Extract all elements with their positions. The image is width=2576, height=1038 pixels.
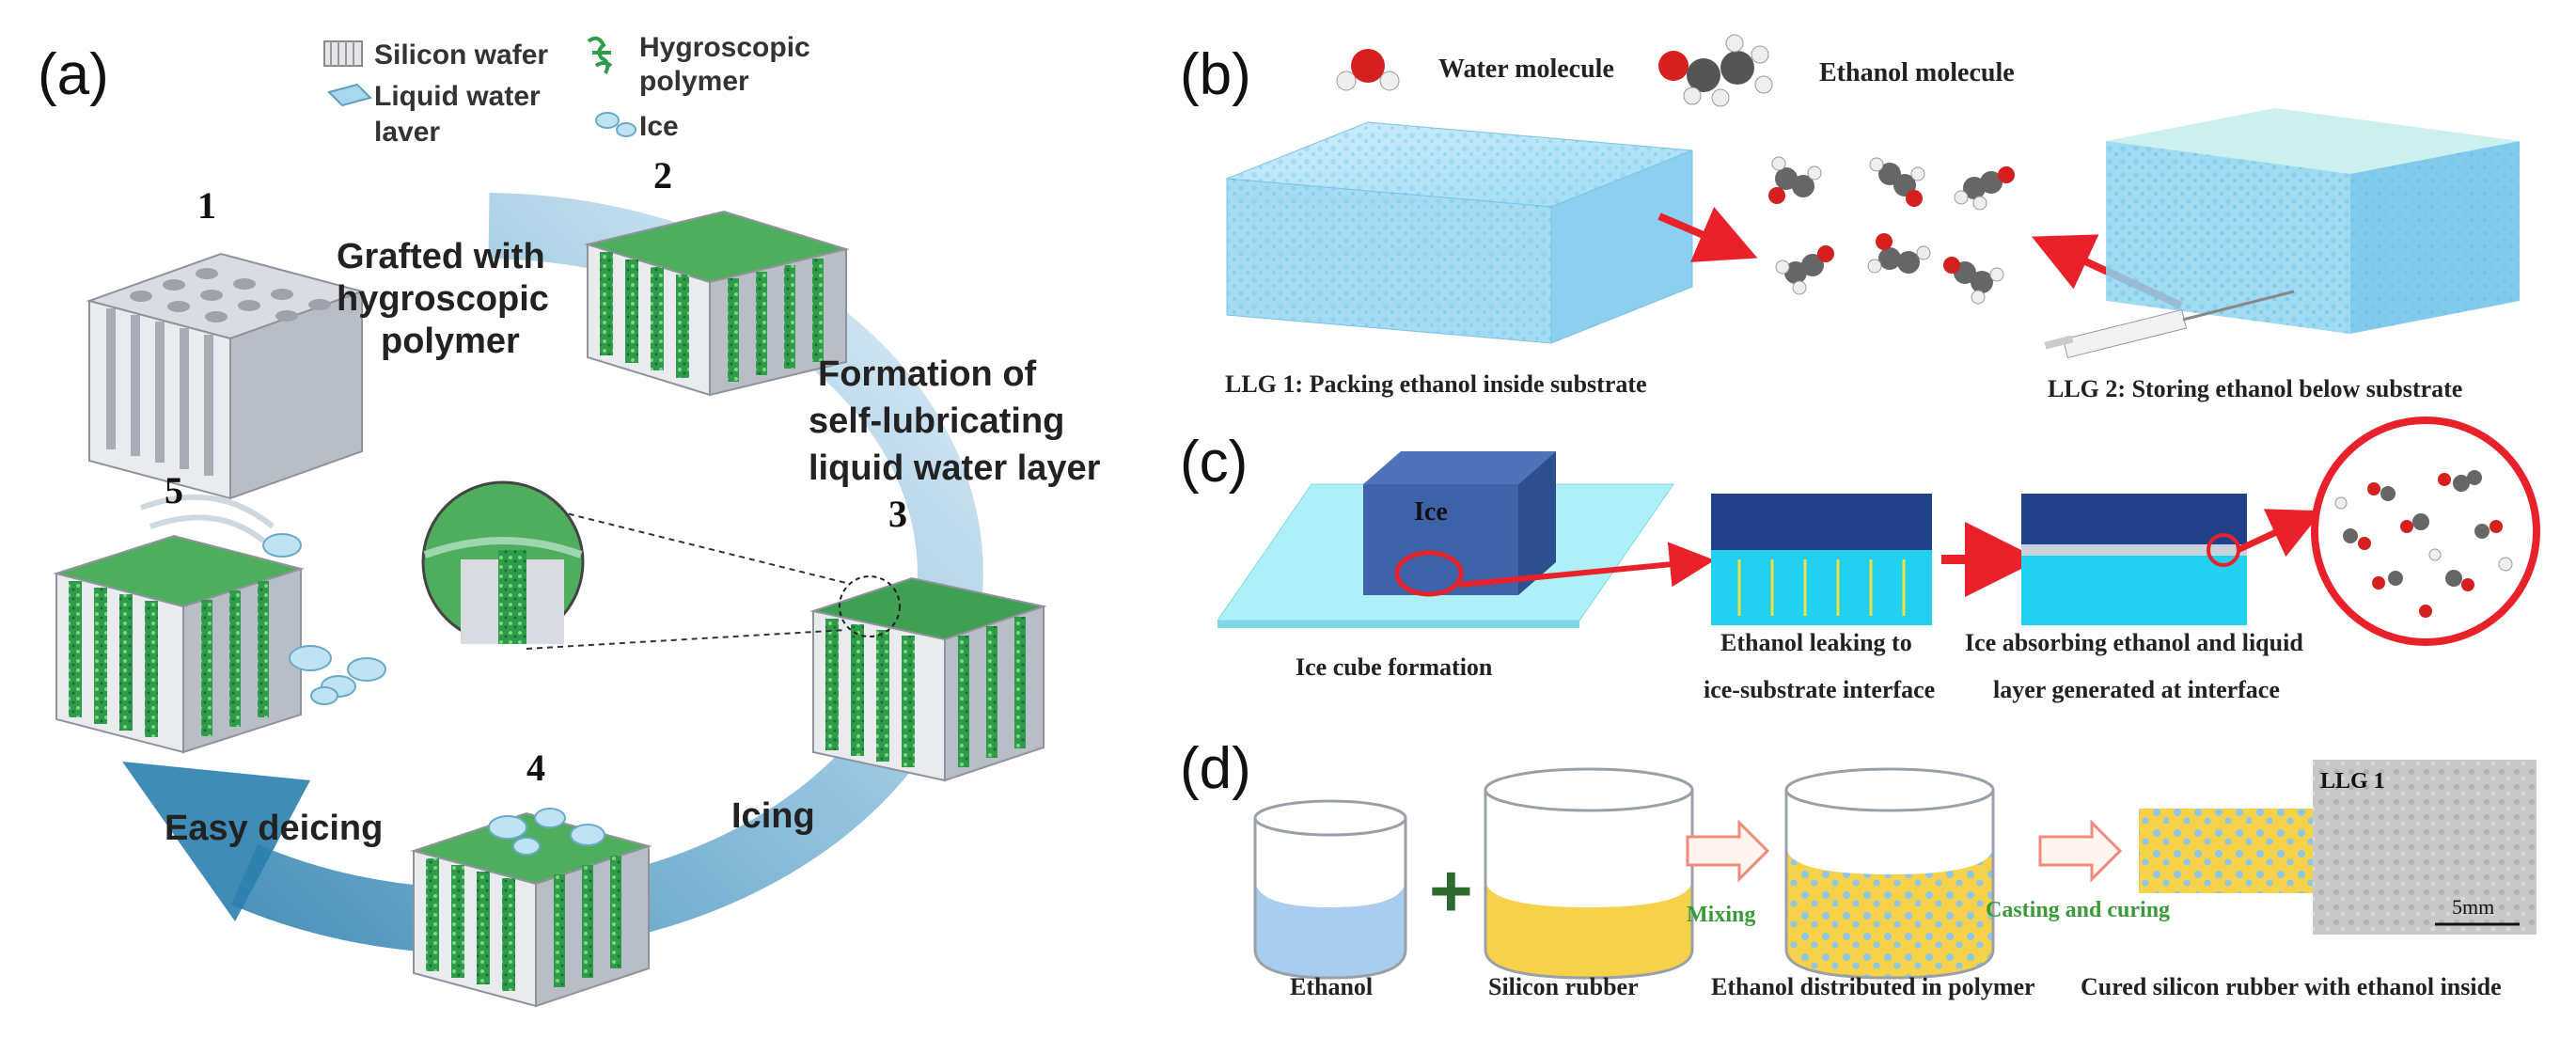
silicon-rubber-caption: Silicon rubber (1488, 973, 1639, 1000)
step-number-5: 5 (165, 469, 183, 511)
casting-label: Casting and curing (1986, 898, 2170, 922)
panel-b-letter: (b) (1180, 42, 1251, 107)
leak-caption-2: ice-substrate interface (1704, 676, 1935, 703)
panel-d: (d) Ethanol + Silicon rubber Mixing Etha… (1180, 736, 2537, 1000)
ice-zoom-arrow (1458, 542, 1715, 588)
absorb-caption-2: layer generated at interface (1993, 676, 2280, 703)
leak-interface-box (1711, 494, 1932, 625)
label-icing: Icing (731, 796, 815, 836)
casting-arrow (2038, 819, 2123, 883)
water-molecule-label: Water molecule (1438, 55, 1614, 84)
panel-d-letter: (d) (1180, 736, 1251, 801)
wafer-block-5 (53, 494, 386, 754)
ethanol-molecule-cluster (1768, 156, 2015, 305)
cured-rubber-slab (2139, 809, 2313, 893)
absorb-caption-1: Ice absorbing ethanol and liquid (1965, 629, 2303, 656)
legend-hygroscopic-label-2: polymer (639, 66, 749, 97)
ethanol-beaker (1253, 799, 1407, 980)
legend-silicon-wafer-label: Silicon wafer (374, 39, 548, 71)
label-formation-1: Formation of (818, 354, 1037, 394)
legend-silicon-wafer-icon (323, 40, 363, 67)
label-formation-3: liquid water layer (809, 448, 1101, 488)
syringe-icon (2044, 290, 2295, 359)
mixing-label: Mixing (1687, 903, 1755, 927)
step-number-2: 2 (653, 154, 672, 197)
silicon-rubber-beaker (1484, 767, 1694, 980)
absorb-zoom-arrow (2236, 509, 2323, 558)
legend-liquid-water-icon (327, 83, 372, 107)
molecule-zoom-circle (2311, 417, 2540, 646)
legend-hygroscopic-polymer-icon (587, 36, 613, 74)
water-molecule-icon (1336, 49, 1400, 91)
sem-label: LLG 1 (2320, 769, 2385, 794)
wafer-block-2 (584, 210, 850, 397)
llg1-arrow (1657, 207, 1758, 262)
leak-caption-1: Ethanol leaking to (1720, 629, 1912, 656)
absorb-interface-box (2021, 494, 2247, 625)
wafer-block-3 (809, 575, 1047, 782)
panel-c: (c) Ice (1180, 417, 2540, 703)
label-grafted-1: Grafted with (337, 237, 545, 276)
label-easy-deicing: Easy deicing (165, 809, 383, 848)
wafer-block-4 (410, 808, 652, 1008)
scale-bar-label: 5mm (2452, 895, 2494, 919)
legend-hygroscopic-label-1: Hygroscopic (639, 32, 810, 63)
ice-cube-formation-caption: Ice cube formation (1296, 653, 1493, 681)
legend-liquid-water-label-2: laver (374, 117, 440, 148)
ethanol-caption: Ethanol (1290, 973, 1373, 1000)
ethanol-molecule-label: Ethanol molecule (1819, 58, 2015, 87)
llg1-substrate (1226, 121, 1693, 344)
llg2-caption: LLG 2: Storing ethanol below substrate (2048, 375, 2462, 402)
ice-cube-scene (1217, 451, 1674, 628)
ethanol-molecule-icon (1658, 34, 1773, 107)
panel-a-letter: (a) (38, 42, 109, 107)
ice-cube-label: Ice (1414, 497, 1448, 527)
cured-caption: Cured silicon rubber with ethanol inside (2081, 973, 2502, 1000)
distributed-caption: Ethanol distributed in polymer (1711, 973, 2035, 1000)
label-formation-2: self-lubricating (809, 401, 1064, 441)
panel-a: (a) Silicon wafer Liquid water laver Hyg… (38, 32, 1101, 1008)
wafer-block-1 (86, 252, 366, 500)
sem-image (2313, 760, 2537, 935)
panel-b: (b) Water molecule Ethanol molecule (1180, 34, 2520, 402)
label-grafted-2: hygroscopic (337, 279, 549, 319)
label-grafted-3: polymer (381, 322, 520, 361)
panel-c-letter: (c) (1180, 430, 1248, 495)
step-number-4: 4 (526, 747, 545, 789)
mixed-beaker (1784, 767, 1995, 980)
llg2-substrate (2106, 108, 2520, 334)
legend-ice-label: Ice (639, 111, 679, 142)
step-number-1: 1 (197, 184, 216, 227)
legend-ice-icon (595, 112, 636, 137)
zoom-inset (421, 480, 847, 650)
legend-liquid-water-label-1: Liquid water (374, 81, 541, 112)
step-number-3: 3 (888, 493, 907, 535)
mixing-arrow (1686, 819, 1770, 883)
llg1-caption: LLG 1: Packing ethanol inside substrate (1225, 370, 1647, 398)
plus-sign: + (1429, 849, 1473, 933)
